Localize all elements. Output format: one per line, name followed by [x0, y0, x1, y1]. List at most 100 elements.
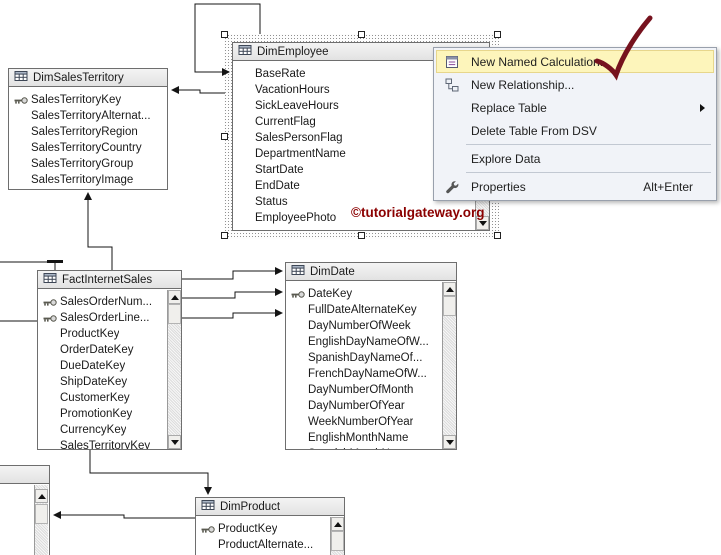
- field-row-salesorderline[interactable]: SalesOrderLine...: [38, 310, 167, 326]
- table-icon: [201, 499, 215, 514]
- field-row-employeephoto[interactable]: EmployeePhoto: [233, 210, 475, 226]
- menu-item-label: New Relationship...: [471, 77, 575, 92]
- field-row-salesordernum[interactable]: SalesOrderNum...: [38, 294, 167, 310]
- table-scrollbar[interactable]: [167, 290, 181, 449]
- scroll-up-button[interactable]: [168, 290, 181, 304]
- scroll-up-button[interactable]: [35, 489, 48, 503]
- selection-handle-top-right[interactable]: [494, 31, 501, 38]
- menu-item-delete-table-from-dsv[interactable]: Delete Table From DSV: [436, 119, 714, 142]
- field-row-baserate[interactable]: BaseRate: [233, 66, 475, 82]
- table-scrollbar[interactable]: [442, 282, 456, 449]
- triangle-down-icon: [478, 220, 487, 226]
- triangle-up-icon: [170, 294, 179, 300]
- selection-handle-left-mid[interactable]: [221, 133, 228, 140]
- menu-item-new-named-calculation[interactable]: New Named Calculation...: [436, 50, 714, 73]
- selection-handle-top-mid[interactable]: [358, 31, 365, 38]
- scrollbar-thumb[interactable]: [168, 304, 181, 324]
- field-row-shipdatekey[interactable]: ShipDateKey: [38, 374, 167, 390]
- field-row-spanishmonthna[interactable]: SpanishMonthNa...: [286, 446, 442, 449]
- field-row-promotionkey[interactable]: PromotionKey: [38, 406, 167, 422]
- field-row-spanishdaynameof[interactable]: SpanishDayNameOf...: [286, 350, 442, 366]
- selection-handle-bottom-left[interactable]: [221, 232, 228, 239]
- triangle-up-icon: [333, 521, 342, 527]
- field-row-sickleavehours[interactable]: SickLeaveHours: [233, 98, 475, 114]
- table-title: DimSalesTerritory: [33, 71, 124, 84]
- field-row-customerkey[interactable]: CustomerKey: [38, 390, 167, 406]
- scrollbar-thumb[interactable]: [331, 531, 344, 551]
- selection-handle-top-left[interactable]: [221, 31, 228, 38]
- table-field-list: SalesOrderNum... SalesOrderLine... Product…: [38, 290, 167, 449]
- field-row-daynumberofweek[interactable]: DayNumberOfWeek: [286, 318, 442, 334]
- field-row-enddate[interactable]: EndDate: [233, 178, 475, 194]
- field-row-englishdaynameofw[interactable]: EnglishDayNameOfW...: [286, 334, 442, 350]
- field-row-frenchdaynameofw[interactable]: FrenchDayNameOfW...: [286, 366, 442, 382]
- table-scrollbar[interactable]: [34, 485, 48, 555]
- table-header[interactable]: FactInternetSales: [38, 271, 181, 289]
- scroll-up-button[interactable]: [443, 282, 456, 296]
- selection-handle-bottom-mid[interactable]: [358, 232, 365, 239]
- field-label: EnglishDayNameOfW...: [308, 336, 429, 348]
- field-row-currencykey[interactable]: CurrencyKey: [38, 422, 167, 438]
- field-row-fulldatealternatekey[interactable]: FullDateAlternateKey: [286, 302, 442, 318]
- field-row-datekey[interactable]: DateKey: [286, 286, 442, 302]
- menu-item-new-relationship[interactable]: New Relationship...: [436, 73, 714, 96]
- field-row-orderdatekey[interactable]: OrderDateKey: [38, 342, 167, 358]
- field-label: ProductKey: [60, 328, 120, 340]
- field-label: SalesPersonFlag: [255, 132, 343, 144]
- field-row-startdate[interactable]: StartDate: [233, 162, 475, 178]
- menu-item-label: Properties: [471, 179, 526, 194]
- field-row-productkey[interactable]: ProductKey: [38, 326, 167, 342]
- table-header[interactable]: [0, 466, 49, 484]
- table-factinternetsales[interactable]: FactInternetSales SalesOrderNum...SalesO…: [37, 270, 182, 450]
- primary-key-icon: [14, 96, 31, 105]
- table-scrollbar[interactable]: [330, 517, 344, 555]
- field-row-weeknumberofyear[interactable]: WeekNumberOfYear: [286, 414, 442, 430]
- field-label: SalesTerritoryKey: [31, 94, 122, 106]
- table-partial-left[interactable]: ey ne me: [0, 465, 50, 555]
- field-label: SalesOrderLine...: [60, 312, 150, 324]
- field-row-salespersonflag[interactable]: SalesPersonFlag: [233, 130, 475, 146]
- scroll-up-button[interactable]: [331, 517, 344, 531]
- table-header[interactable]: DimSalesTerritory: [9, 69, 167, 87]
- field-row-salesterritorykey[interactable]: SalesTerritoryKey: [9, 92, 167, 108]
- field-row-departmentname[interactable]: DepartmentName: [233, 146, 475, 162]
- field-row-salesterritorycountry[interactable]: SalesTerritoryCountry: [9, 140, 167, 156]
- field-row-salesterritoryalternat[interactable]: SalesTerritoryAlternat...: [9, 108, 167, 124]
- field-row-salesterritoryimage[interactable]: SalesTerritoryImage: [9, 172, 167, 188]
- menu-item-explore-data[interactable]: Explore Data: [436, 147, 714, 170]
- field-row-duedatekey[interactable]: DueDateKey: [38, 358, 167, 374]
- field-row-productalternate[interactable]: ProductAlternate...: [196, 537, 330, 553]
- field-row-currentflag[interactable]: CurrentFlag: [233, 114, 475, 130]
- scroll-down-button[interactable]: [443, 435, 456, 449]
- new-named-calculation-icon: [440, 55, 464, 69]
- table-icon: [43, 272, 57, 287]
- table-icon: [291, 264, 305, 279]
- field-row-daynumberofyear[interactable]: DayNumberOfYear: [286, 398, 442, 414]
- field-label: FrenchDayNameOfW...: [308, 368, 427, 380]
- field-label: DayNumberOfWeek: [308, 320, 411, 332]
- field-row-productkey[interactable]: ProductKey: [196, 521, 330, 537]
- table-header[interactable]: DimDate: [286, 263, 456, 281]
- primary-key-icon: [43, 298, 60, 307]
- menu-item-replace-table[interactable]: Replace Table: [436, 96, 714, 119]
- scrollbar-thumb[interactable]: [443, 296, 456, 316]
- field-row-salesterritorykey[interactable]: SalesTerritoryKey: [38, 438, 167, 449]
- scroll-down-button[interactable]: [168, 435, 181, 449]
- scroll-down-button[interactable]: [476, 216, 489, 230]
- field-label: WeekNumberOfYear: [308, 416, 414, 428]
- field-row-status[interactable]: Status: [233, 194, 475, 210]
- field-row-daynumberofmonth[interactable]: DayNumberOfMonth: [286, 382, 442, 398]
- triangle-down-icon: [445, 439, 454, 445]
- table-header[interactable]: DimProduct: [196, 498, 344, 516]
- selection-handle-bottom-right[interactable]: [494, 232, 501, 239]
- field-row-salesterritorygroup[interactable]: SalesTerritoryGroup: [9, 156, 167, 172]
- field-row-vacationhours[interactable]: VacationHours: [233, 82, 475, 98]
- scrollbar-thumb[interactable]: [35, 504, 48, 524]
- field-row-englishmonthname[interactable]: EnglishMonthName: [286, 430, 442, 446]
- field-row-salesterritoryregion[interactable]: SalesTerritoryRegion: [9, 124, 167, 140]
